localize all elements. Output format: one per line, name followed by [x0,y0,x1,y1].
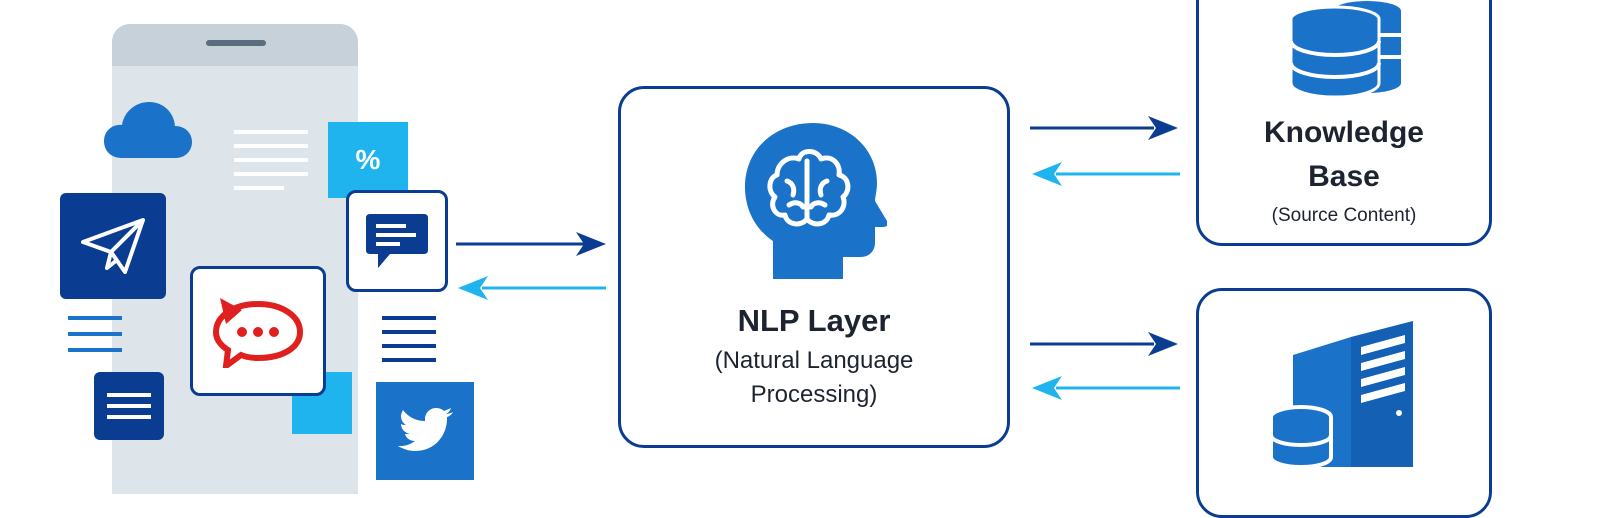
server-box [1196,288,1492,518]
database-icon [1289,1,1401,99]
text-lines-icon [234,130,308,190]
chat-bubble-icon [366,214,428,268]
rocket-chat-icon [212,298,304,368]
diagram: % [60,0,1492,518]
document-lines-icon [107,393,151,419]
cloud-icon [104,102,192,158]
paper-plane-tile [60,193,166,299]
nlp-title: NLP Layer [737,303,891,338]
knowledge-base-subtitle: (Source Content) [1271,205,1417,226]
list-lines-right [382,316,436,362]
rocket-chat-tile [190,266,326,396]
brain-head-icon [745,123,887,279]
phone-speaker [206,40,266,46]
nlp-layer-box: NLP Layer (Natural Language Processing) [618,86,1010,448]
nlp-subtitle-line1: (Natural Language [714,347,914,374]
knowledge-base-title-line2: Base [1308,160,1380,193]
nlp-subtitle-line2: Processing) [750,381,878,408]
knowledge-base-box: Knowledge Base (Source Content) [1196,0,1492,246]
document-tile [94,372,164,440]
arrows-nlp-server [1030,332,1180,400]
arrows-nlp-knowledge-base [1030,116,1180,186]
server-icon [1269,321,1413,467]
twitter-icon [398,408,453,451]
percent-tile: % [328,122,408,198]
paper-plane-icon [81,218,145,274]
chat-tile [346,190,448,292]
twitter-tile [376,382,474,480]
knowledge-base-title-line1: Knowledge [1263,116,1424,149]
arrows-phone-nlp [456,232,606,300]
percent-icon: % [355,144,381,175]
list-lines-left [68,316,122,352]
